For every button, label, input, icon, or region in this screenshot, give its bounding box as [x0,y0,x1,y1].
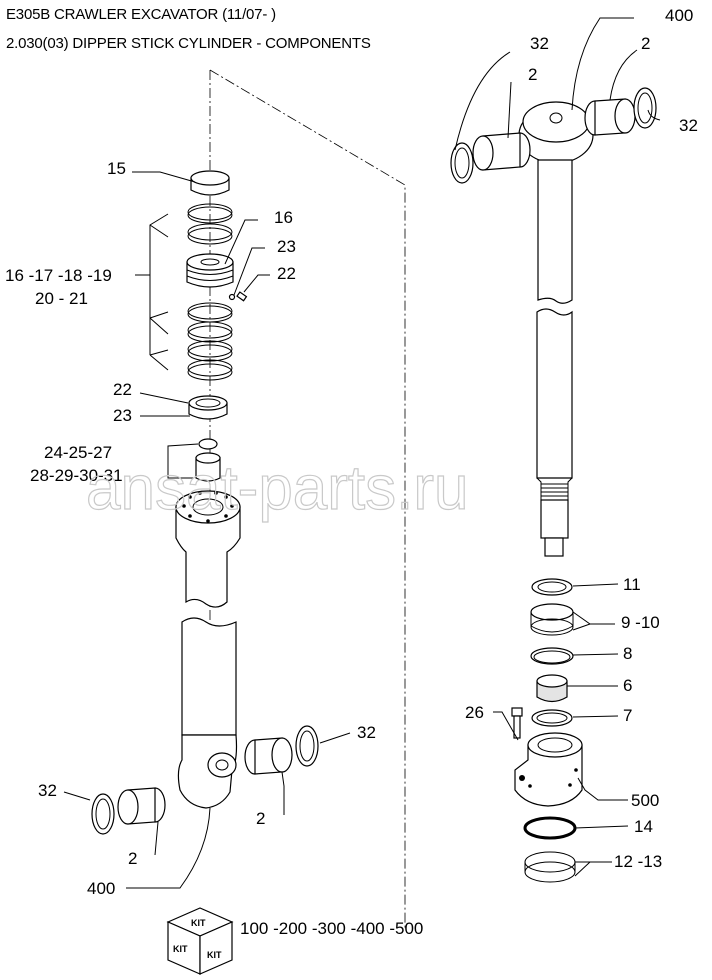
piston-seal-rings [187,203,233,245]
callout-32-top-right: 32 [679,116,698,135]
callout-6: 6 [623,676,632,695]
bushing-2-bottom-right [244,737,293,775]
callout-400-top: 400 [665,6,693,25]
callout-400-bottom: 400 [87,879,115,898]
callout-11: 11 [623,575,641,594]
callout-20-21: 20 - 21 [35,289,88,308]
callout-2-top-right: 2 [641,34,650,53]
bushing-2-top-left [472,132,531,171]
seal-9-10 [530,603,574,636]
kit-label-right: KIT [207,950,222,960]
bushing-2-top-right [584,98,636,136]
o-ring-24 [198,438,218,450]
callout-32-bottom-right: 32 [357,723,376,742]
callout-16: 16 [274,208,293,227]
cylinder-tube-400 [175,490,241,809]
seal-32-bottom-left [91,793,115,835]
o-ring-14 [523,816,577,840]
seal-32-top-left [450,142,474,184]
kit-range-label: 100 -200 -300 -400 -500 [240,919,423,938]
ring-7 [531,709,573,727]
seal-32-bottom-right [295,725,319,767]
set-screw-22-23 [228,291,248,302]
spacer-28 [195,452,221,482]
callout-7: 7 [623,706,632,725]
callout-9-10: 9 -10 [621,613,660,632]
callout-26: 26 [465,703,484,722]
kit-label-top: KIT [191,918,206,928]
bolt-26 [511,707,523,739]
callout-28-29-30-31: 28-29-30-31 [30,466,123,485]
callout-500: 500 [631,791,659,810]
piston-16 [186,253,234,288]
ring-22-23 [188,395,228,420]
callout-8: 8 [623,644,632,663]
bushing-6 [536,674,568,703]
ring-11 [531,578,573,596]
callout-12-13: 12 -13 [614,852,662,871]
seal-12-13 [524,851,576,883]
callout-23-lower: 23 [113,406,132,425]
callout-32-top-left: 32 [530,34,549,53]
callout-32-bottom-left: 32 [38,781,57,800]
ring-8 [530,647,574,665]
callout-2-bottom-right: 2 [256,809,265,828]
callout-24-25-27: 24-25-27 [44,443,112,462]
seal-32-top-right [633,87,657,129]
diagram-title: E305B CRAWLER EXCAVATOR (11/07- ) [6,6,276,23]
kit-box-icon: KIT KIT KIT [166,907,234,975]
watermark: ansat-parts.ru [86,454,469,523]
wear-ring-15 [190,170,230,196]
callout-2-top-mid: 2 [528,65,537,84]
piston-rod [518,101,594,557]
callout-14: 14 [634,817,653,836]
assembly-axis-diagonal [209,69,406,930]
piston-seal-rings-lower [187,302,233,381]
cylinder-head-500 [514,732,583,807]
callout-22-lower: 22 [113,380,132,399]
callout-22-upper: 22 [277,264,296,283]
callout-2-bottom-left: 2 [128,849,137,868]
diagram-subtitle: 2.030(03) DIPPER STICK CYLINDER - COMPON… [6,35,371,52]
kit-label-left: KIT [173,944,188,954]
leader-lines [63,17,661,889]
callout-15: 15 [107,159,126,178]
callout-23-upper: 23 [277,237,296,256]
callout-16-to-19: 16 -17 -18 -19 [5,266,112,285]
bushing-2-bottom-left [117,787,166,825]
